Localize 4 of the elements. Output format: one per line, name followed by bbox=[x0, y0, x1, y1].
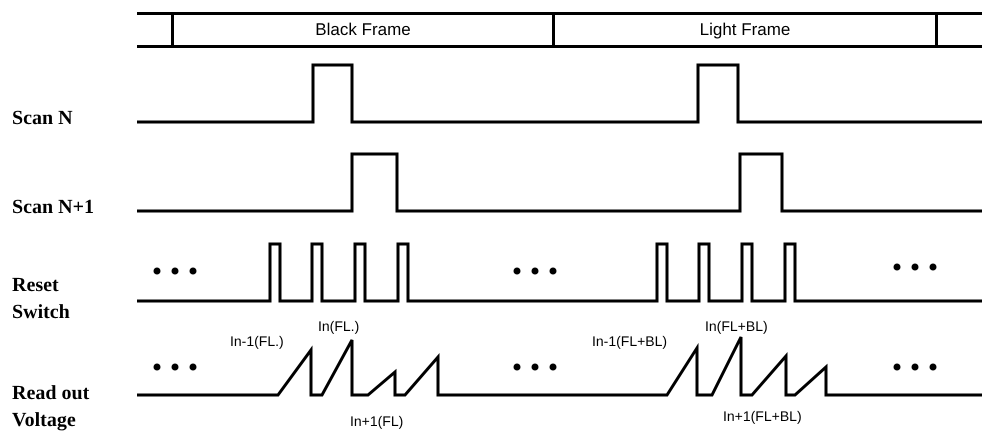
frame-cell: Light Frame bbox=[552, 12, 935, 48]
frame-cell bbox=[935, 12, 982, 48]
frame-cell: Black Frame bbox=[171, 12, 552, 48]
frame-cell bbox=[137, 12, 171, 48]
